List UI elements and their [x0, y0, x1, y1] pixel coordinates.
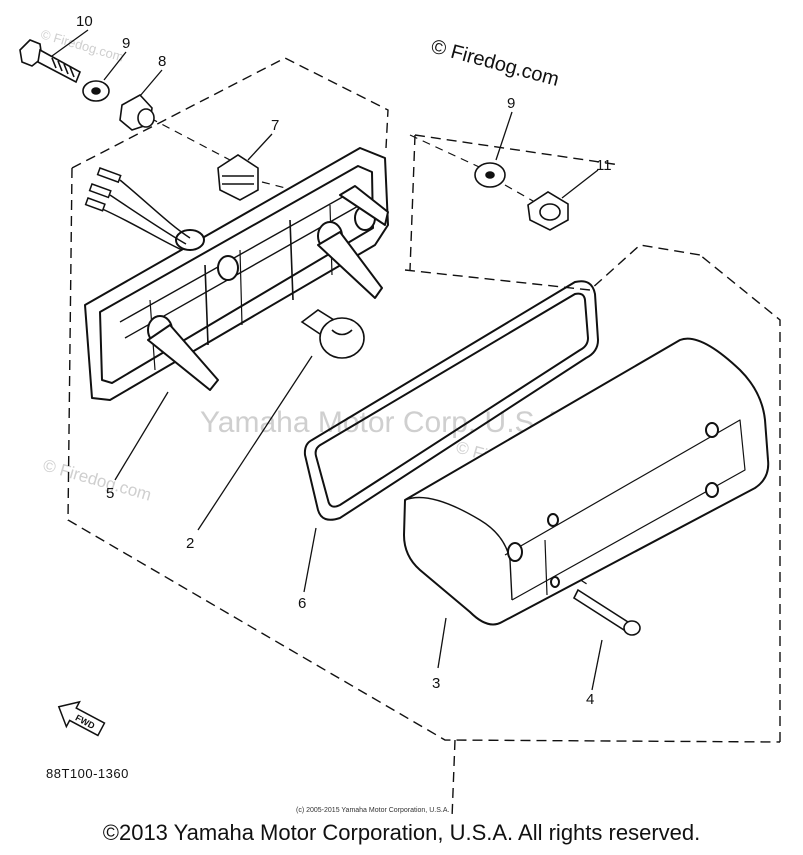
label-part-4: 4 [586, 691, 594, 708]
bolt-part-10 [19, 39, 82, 84]
bulb-part-2 [300, 309, 365, 359]
screw-part-4 [572, 588, 641, 636]
firedog-watermark: © Firedog.com [429, 36, 562, 91]
label-part-2: 2 [186, 535, 194, 552]
grommet-part-7 [217, 154, 259, 201]
copyright-notice: ©2013 Yamaha Motor Corporation, U.S.A. A… [102, 820, 701, 845]
label-part-9-right: 9 [507, 95, 515, 112]
label-part-8: 8 [158, 53, 166, 70]
collar-part-8 [119, 93, 155, 131]
firedog-faint-watermark-left: © Firedog.com [41, 456, 154, 505]
lens-part-3 [403, 337, 770, 626]
label-part-10: 10 [76, 13, 93, 30]
washer-part-9-right [474, 162, 506, 188]
wiring-harness [84, 167, 191, 251]
label-part-11: 11 [596, 157, 612, 174]
lamp-housing [84, 147, 389, 401]
label-part-9-left: 9 [122, 35, 130, 52]
label-part-5: 5 [106, 485, 114, 502]
collar-part-11 [527, 191, 569, 231]
assembly-outline [67, 57, 781, 819]
washer-part-9-left [82, 80, 110, 102]
small-copyright: (c) 2005-2015 Yamaha Motor Corporation, … [296, 807, 449, 814]
tail-light-exploded-diagram: Yamaha Motor Corp. U.S.A. © Firedog.com … [19, 13, 781, 819]
fwd-arrow-icon: FWD [57, 700, 106, 737]
gasket-part-6 [303, 280, 600, 521]
yamaha-watermark: Yamaha Motor Corp. U.S.A. [200, 406, 571, 439]
label-leader-lines [51, 29, 603, 691]
label-part-6: 6 [298, 595, 306, 612]
label-part-7: 7 [271, 117, 279, 134]
label-part-3: 3 [432, 675, 440, 692]
diagram-code: 88T100-1360 [46, 766, 129, 781]
